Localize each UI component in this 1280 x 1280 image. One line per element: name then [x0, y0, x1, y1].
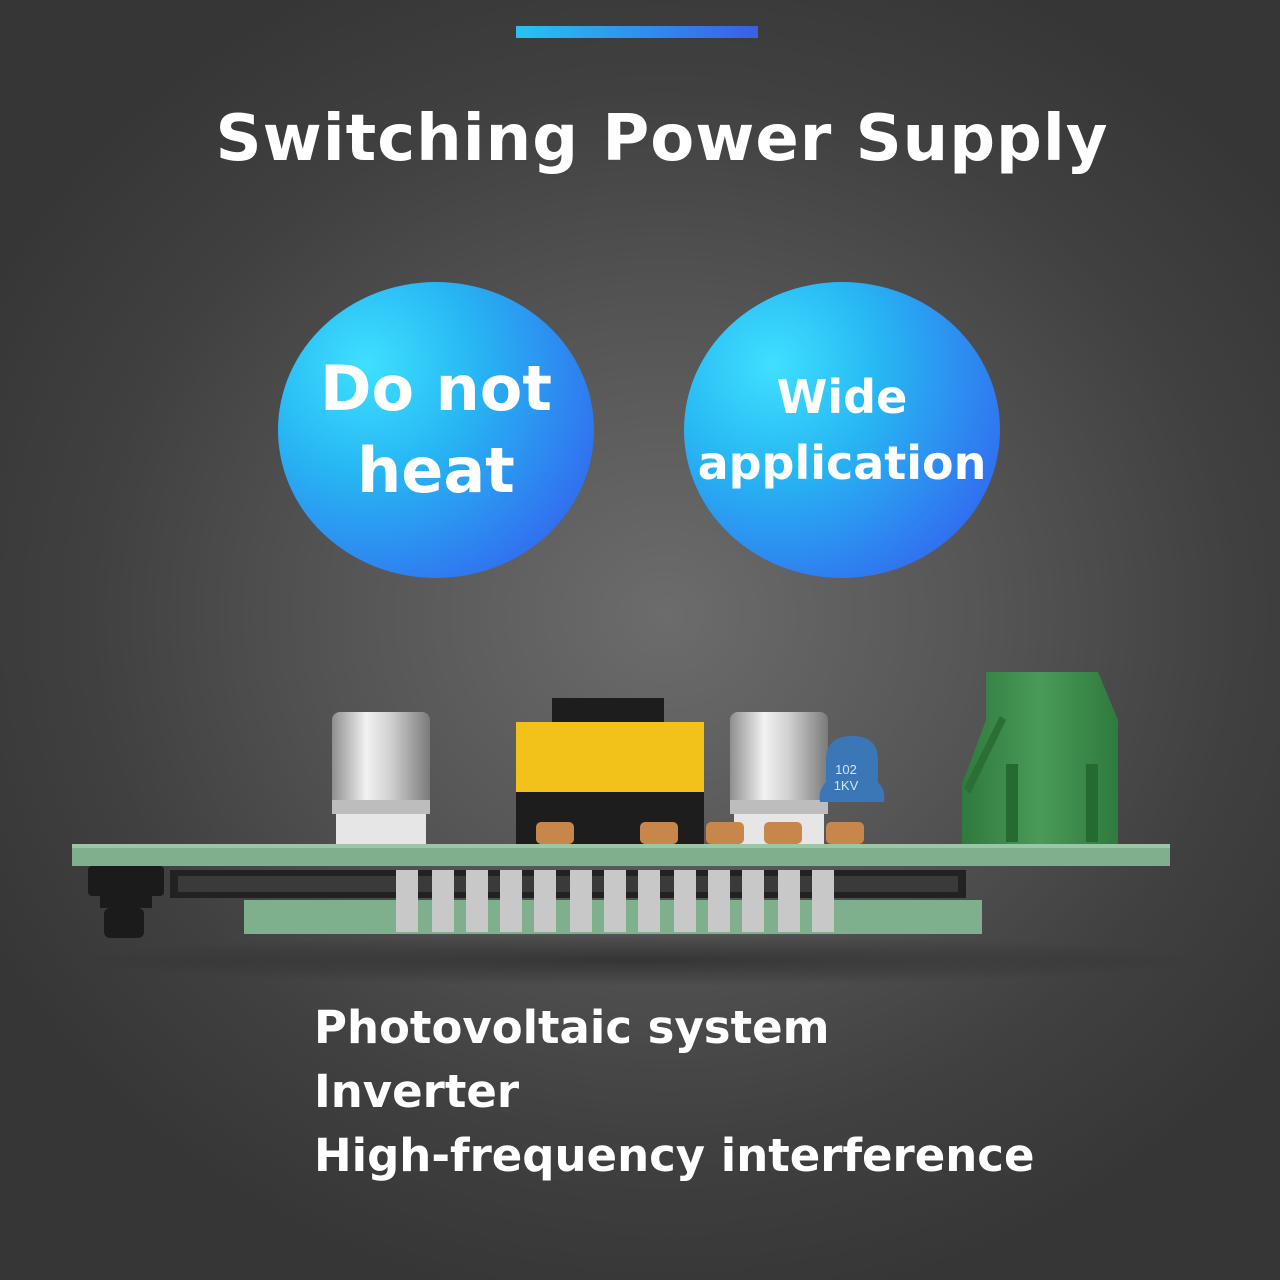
feature-item-photovoltaic: Photovoltaic system — [314, 1001, 830, 1054]
feature-item-high-frequency: High-frequency interference — [314, 1129, 1035, 1182]
badge-left-line2: heat — [357, 434, 515, 507]
feature-list: Photovoltaic system Inverter High-freque… — [314, 996, 1035, 1188]
badge-do-not-heat: Do not heat — [278, 282, 594, 578]
electrolytic-capacitor-left — [332, 712, 430, 844]
board-shadow — [80, 934, 1200, 986]
badge-right-line2: application — [697, 436, 987, 490]
capacitor-marking-line1: 102 — [835, 762, 857, 777]
ceramic-capacitor: 102 1KV — [819, 736, 885, 802]
pcb-illustration: 102 1KV — [72, 672, 1200, 986]
mounting-standoff — [88, 866, 164, 938]
terminal-block — [962, 672, 1118, 844]
page-title: Switching Power Supply — [215, 102, 1109, 176]
badge-wide-application: Wide application — [684, 282, 1000, 578]
badge-right-line1: Wide — [776, 370, 908, 424]
badge-left-line1: Do not — [319, 352, 552, 425]
feature-item-inverter: Inverter — [314, 1065, 520, 1118]
accent-bar — [516, 26, 758, 38]
main-pcb — [72, 844, 1170, 866]
header-pins — [396, 870, 834, 932]
capacitor-marking-line2: 1KV — [834, 778, 859, 793]
